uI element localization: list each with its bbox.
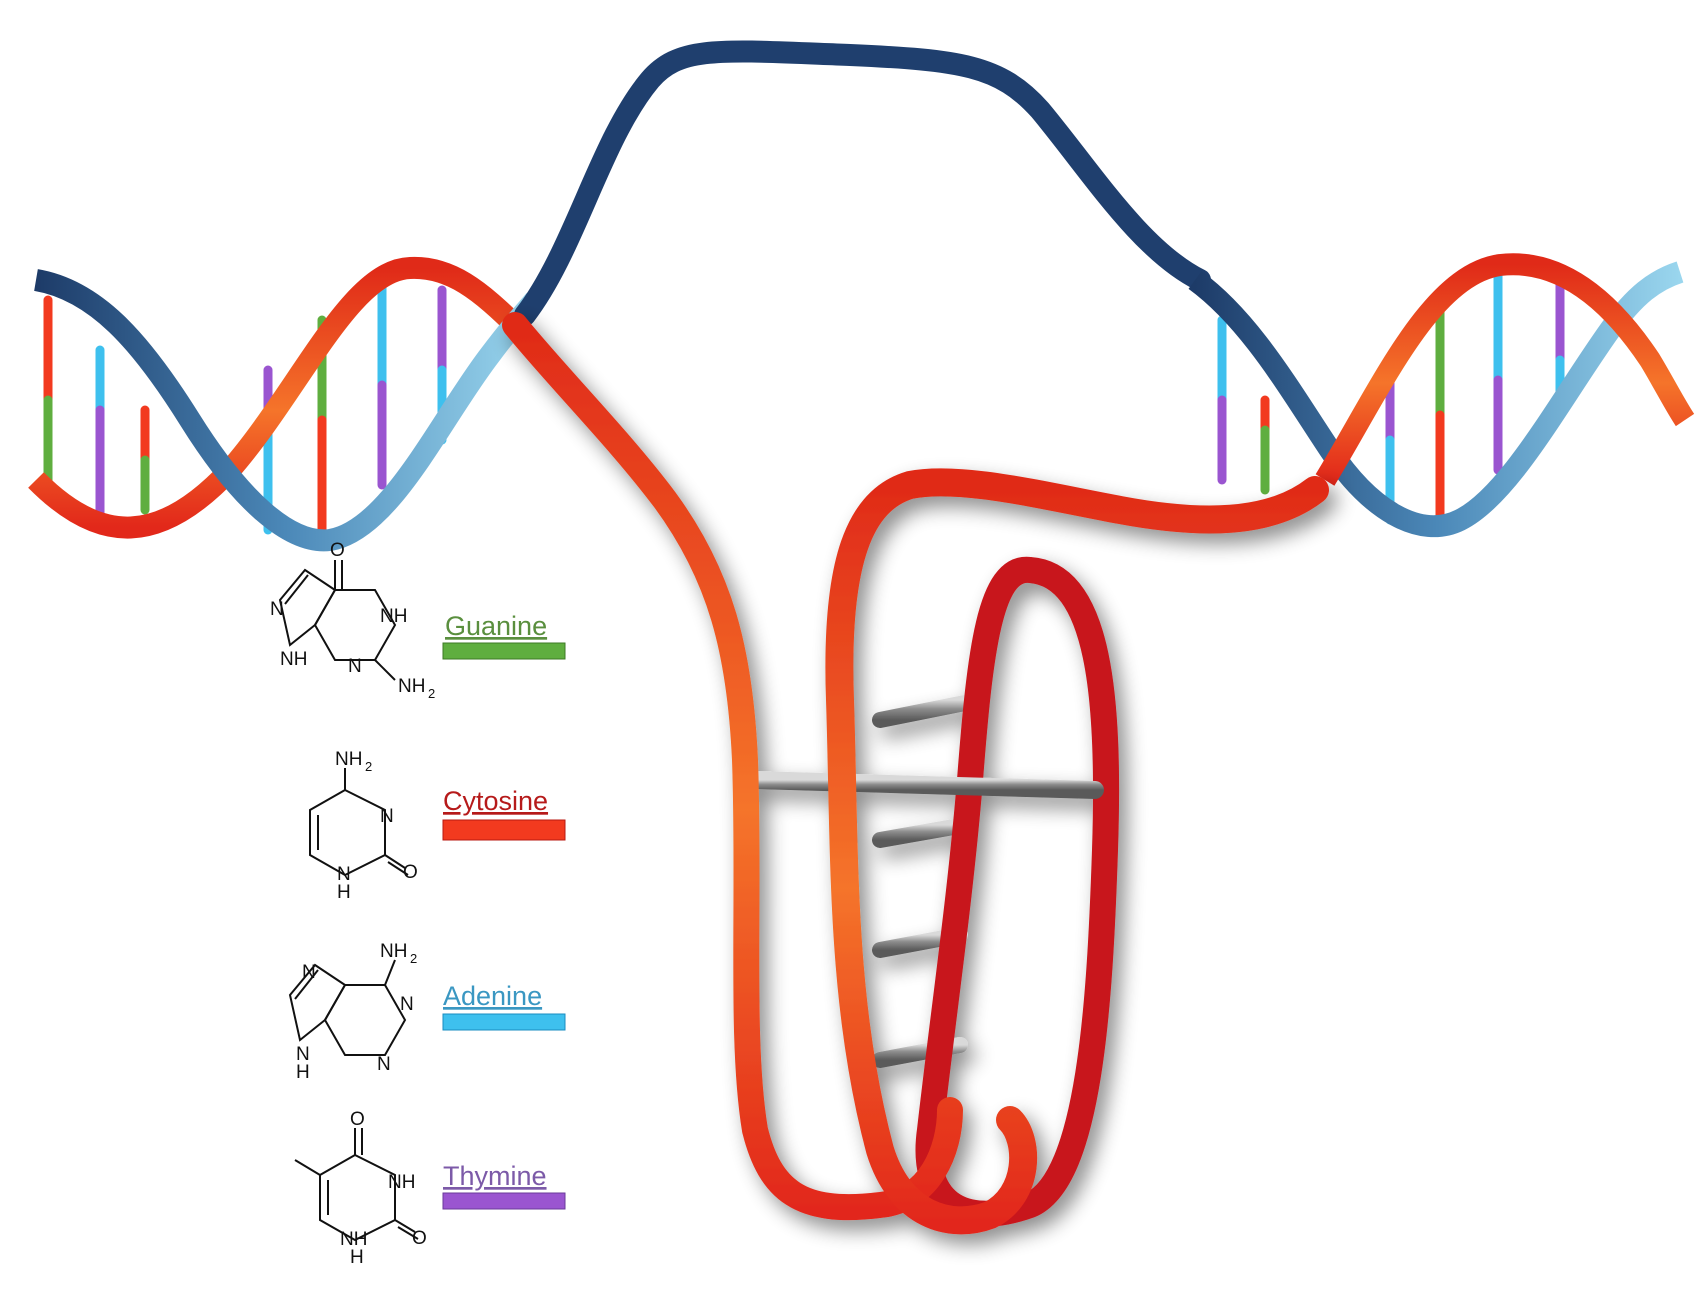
thymine-color-bar bbox=[442, 1192, 566, 1210]
displaced-blue-strand-loop bbox=[514, 40, 1211, 326]
cytosine-label: Cytosine bbox=[443, 786, 548, 816]
right-double-helix bbox=[1188, 253, 1695, 538]
guanine-nh2-atom: NH bbox=[398, 676, 425, 697]
nucleobase-legend: O NH N N NH 2 NH Guanine NH 2 N O N H bbox=[270, 540, 566, 1268]
guanine-structure: O NH N N NH 2 NH bbox=[270, 540, 435, 701]
left-double-helix bbox=[28, 256, 544, 552]
quadruplex-front-rungs bbox=[746, 771, 1109, 1109]
adenine-structure: NH 2 N N N N H bbox=[288, 941, 417, 1083]
adenine-nh-atom: N bbox=[296, 1044, 310, 1065]
cytosine-color-bar bbox=[442, 819, 566, 841]
adenine-h-atom: H bbox=[296, 1062, 310, 1083]
adenine-nh2-subscript: 2 bbox=[410, 951, 417, 966]
thymine-o-atom: O bbox=[350, 1109, 365, 1130]
legend-item-adenine: Adenine bbox=[442, 981, 566, 1031]
adenine-n-atom-2: N bbox=[400, 994, 414, 1015]
guanine-nh-atom: NH bbox=[380, 606, 407, 627]
quadruplex-red-strand-descending bbox=[502, 312, 963, 1221]
right-helix-red-backbone bbox=[1315, 253, 1695, 486]
thymine-h-atom: H bbox=[350, 1247, 364, 1268]
guanine-n-atom-2: N bbox=[348, 656, 362, 677]
left-helix-blue-backbone bbox=[33, 269, 544, 552]
guanine-nh-atom-ring: NH bbox=[280, 649, 307, 670]
legend-item-thymine: Thymine bbox=[442, 1161, 566, 1210]
quadruplex-outer-loop bbox=[825, 468, 1329, 1235]
guanine-o-atom: O bbox=[330, 540, 345, 561]
cytosine-o-atom: O bbox=[403, 862, 418, 883]
thymine-label: Thymine bbox=[443, 1161, 547, 1191]
g-quadruplex bbox=[502, 312, 1329, 1235]
legend-item-cytosine: Cytosine bbox=[442, 786, 566, 841]
adenine-color-bar bbox=[442, 1013, 566, 1031]
cytosine-structure: NH 2 N O N H bbox=[309, 749, 418, 903]
legend-item-guanine: Guanine bbox=[442, 611, 566, 660]
cytosine-nh2-subscript: 2 bbox=[365, 759, 372, 774]
cytosine-nh2-atom: NH bbox=[335, 749, 362, 770]
guanine-label: Guanine bbox=[445, 611, 547, 641]
thymine-o-atom-2: O bbox=[412, 1228, 427, 1249]
left-helix-red-backbone bbox=[28, 256, 528, 539]
adenine-n-atom-3: N bbox=[377, 1054, 391, 1075]
guanine-n-atom-1: N bbox=[270, 599, 284, 620]
adenine-label: Adenine bbox=[443, 981, 542, 1011]
cytosine-h-atom: H bbox=[337, 882, 351, 903]
guanine-color-bar bbox=[442, 642, 566, 660]
guanine-nh2-subscript: 2 bbox=[428, 686, 435, 701]
thymine-nh-atom: NH bbox=[388, 1172, 415, 1193]
cytosine-n-atom: N bbox=[380, 806, 394, 827]
thymine-nh-atom-ring: NH bbox=[340, 1229, 367, 1250]
adenine-n-atom-1: N bbox=[302, 962, 316, 983]
thymine-structure: O NH O NH H bbox=[294, 1109, 427, 1268]
adenine-nh2-atom: NH bbox=[380, 941, 407, 962]
cytosine-n-atom-ring: N bbox=[337, 864, 351, 885]
